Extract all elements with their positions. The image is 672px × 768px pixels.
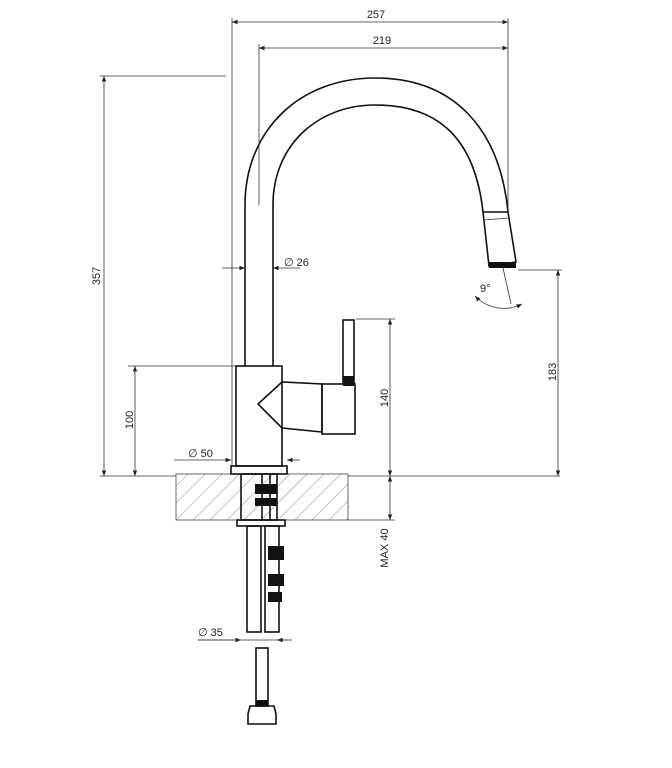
faucet-body <box>235 365 283 467</box>
mounting-shank <box>236 473 286 725</box>
dim-body-height: 100 <box>124 411 136 429</box>
dim-spout-reach: 219 <box>373 35 391 47</box>
dim-base-diameter: ∅ 50 <box>188 448 213 460</box>
pullout-head <box>482 211 517 267</box>
lever-handle <box>342 319 355 385</box>
dim-total-reach: 257 <box>367 9 385 21</box>
dim-max-thickness: MAX 40 <box>379 528 391 567</box>
dim-spout-diameter: ∅ 26 <box>284 257 309 269</box>
dim-total-height: 357 <box>91 267 103 285</box>
dim-spout-angle: 9° <box>480 283 491 295</box>
lever-cap <box>321 383 356 435</box>
faucet-outline <box>230 77 517 475</box>
dim-lever-height: 140 <box>379 389 391 407</box>
lever-housing <box>256 381 323 433</box>
extension-lines <box>100 18 562 641</box>
dimension-lines: 257 219 357 ∅ 26 9° 183 140 100 ∅ 50 MAX… <box>91 9 561 643</box>
hose-nut <box>247 705 277 725</box>
base-flange <box>230 465 288 475</box>
dim-outlet-height: 183 <box>547 363 559 381</box>
gooseneck-spout <box>244 77 509 213</box>
dim-shank-diameter: ∅ 35 <box>198 627 223 639</box>
